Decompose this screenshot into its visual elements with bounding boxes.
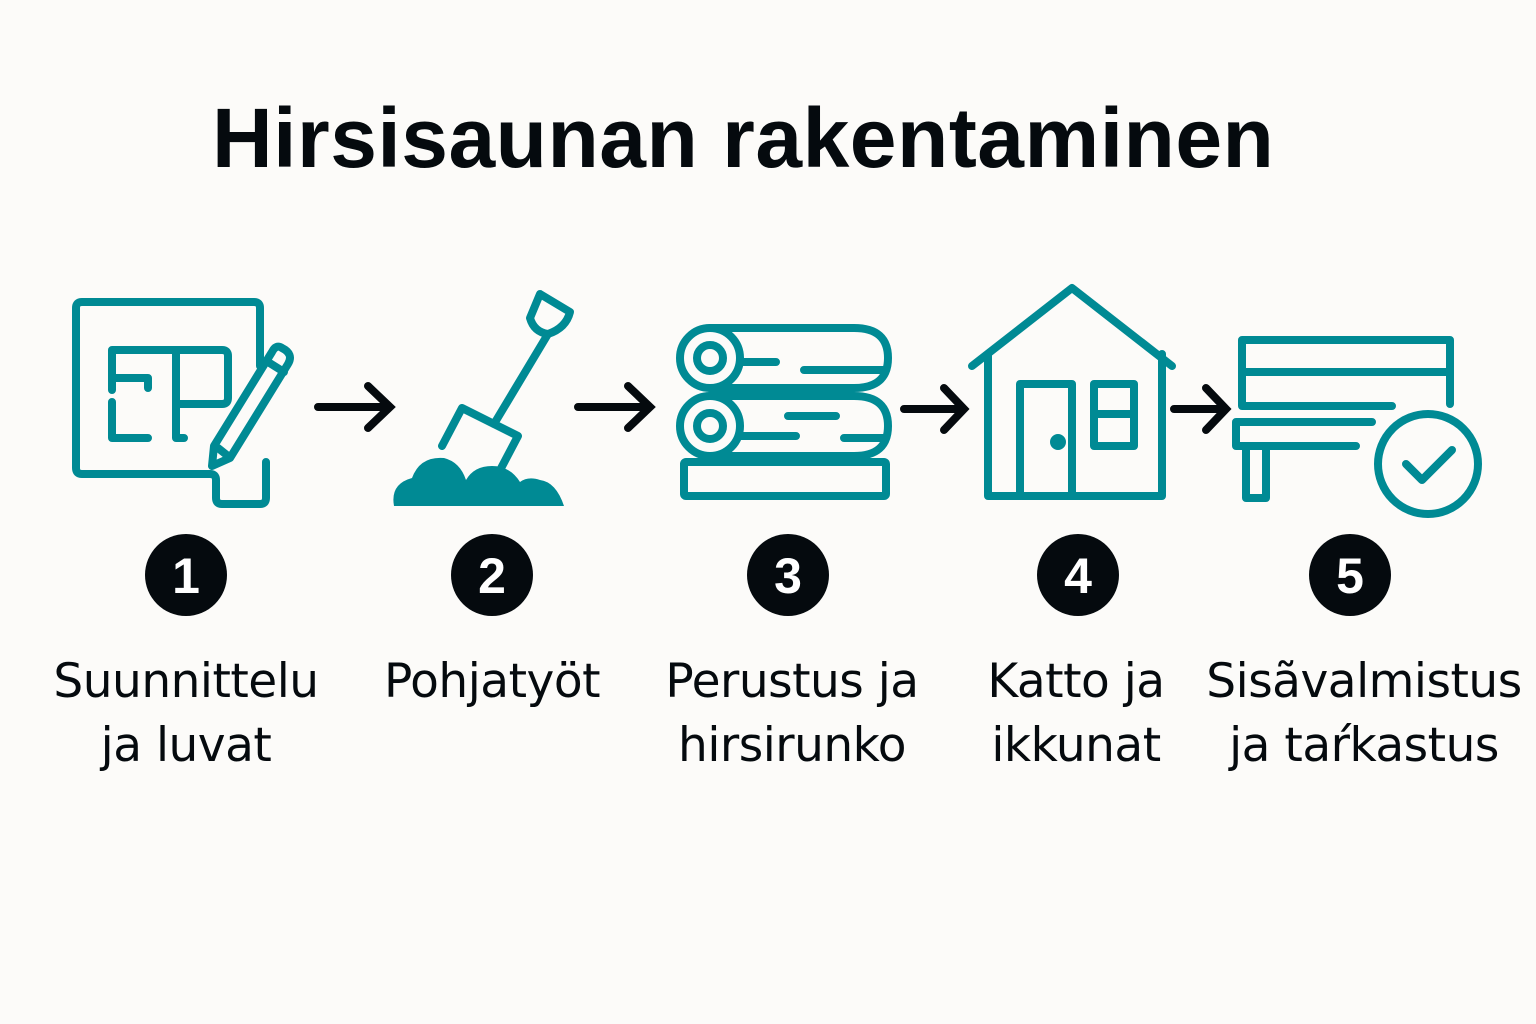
step-number-badge: 5 — [1309, 534, 1391, 616]
house-icon — [966, 284, 1178, 502]
shovel-icon — [390, 284, 574, 512]
arrow-right-icon — [1170, 380, 1234, 443]
bench-check-icon — [1232, 334, 1486, 518]
step-label-line2: hirsirunko — [678, 718, 906, 773]
step-label-line1: Suunnittelu — [53, 654, 319, 709]
step-label-line2: ja luvat — [100, 718, 272, 773]
step-label: Katto ja ikkunat — [896, 650, 1256, 778]
step-label-line2: ja taŕkastus — [1229, 718, 1499, 773]
arrow-right-icon — [314, 378, 398, 441]
step-label-line1: Sisãvalmistus — [1206, 654, 1522, 709]
arrow-right-icon — [900, 380, 972, 443]
blueprint-pencil-icon — [72, 298, 302, 510]
step-number-badge: 1 — [145, 534, 227, 616]
step-label: Pohjatyöt — [312, 650, 672, 714]
step-label: Sisãvalmistus ja taŕkastus — [1184, 650, 1536, 778]
step-label: Perustus ja hirsirunko — [612, 650, 972, 778]
log-stack-icon — [676, 322, 898, 502]
step-number-badge: 4 — [1037, 534, 1119, 616]
step-label-line1: Katto ja — [987, 654, 1165, 709]
page-title: Hirsisaunan rakentaminen — [212, 91, 1275, 185]
step-label-line2: ikkunat — [991, 718, 1161, 773]
step-number-badge: 3 — [747, 534, 829, 616]
arrow-right-icon — [574, 378, 658, 441]
step-label-line1: Pohjatyöt — [384, 654, 601, 709]
step-number-badge: 2 — [451, 534, 533, 616]
step-label: Suunnittelu ja luvat — [6, 650, 366, 778]
step-label-line1: Perustus ja — [665, 654, 919, 709]
